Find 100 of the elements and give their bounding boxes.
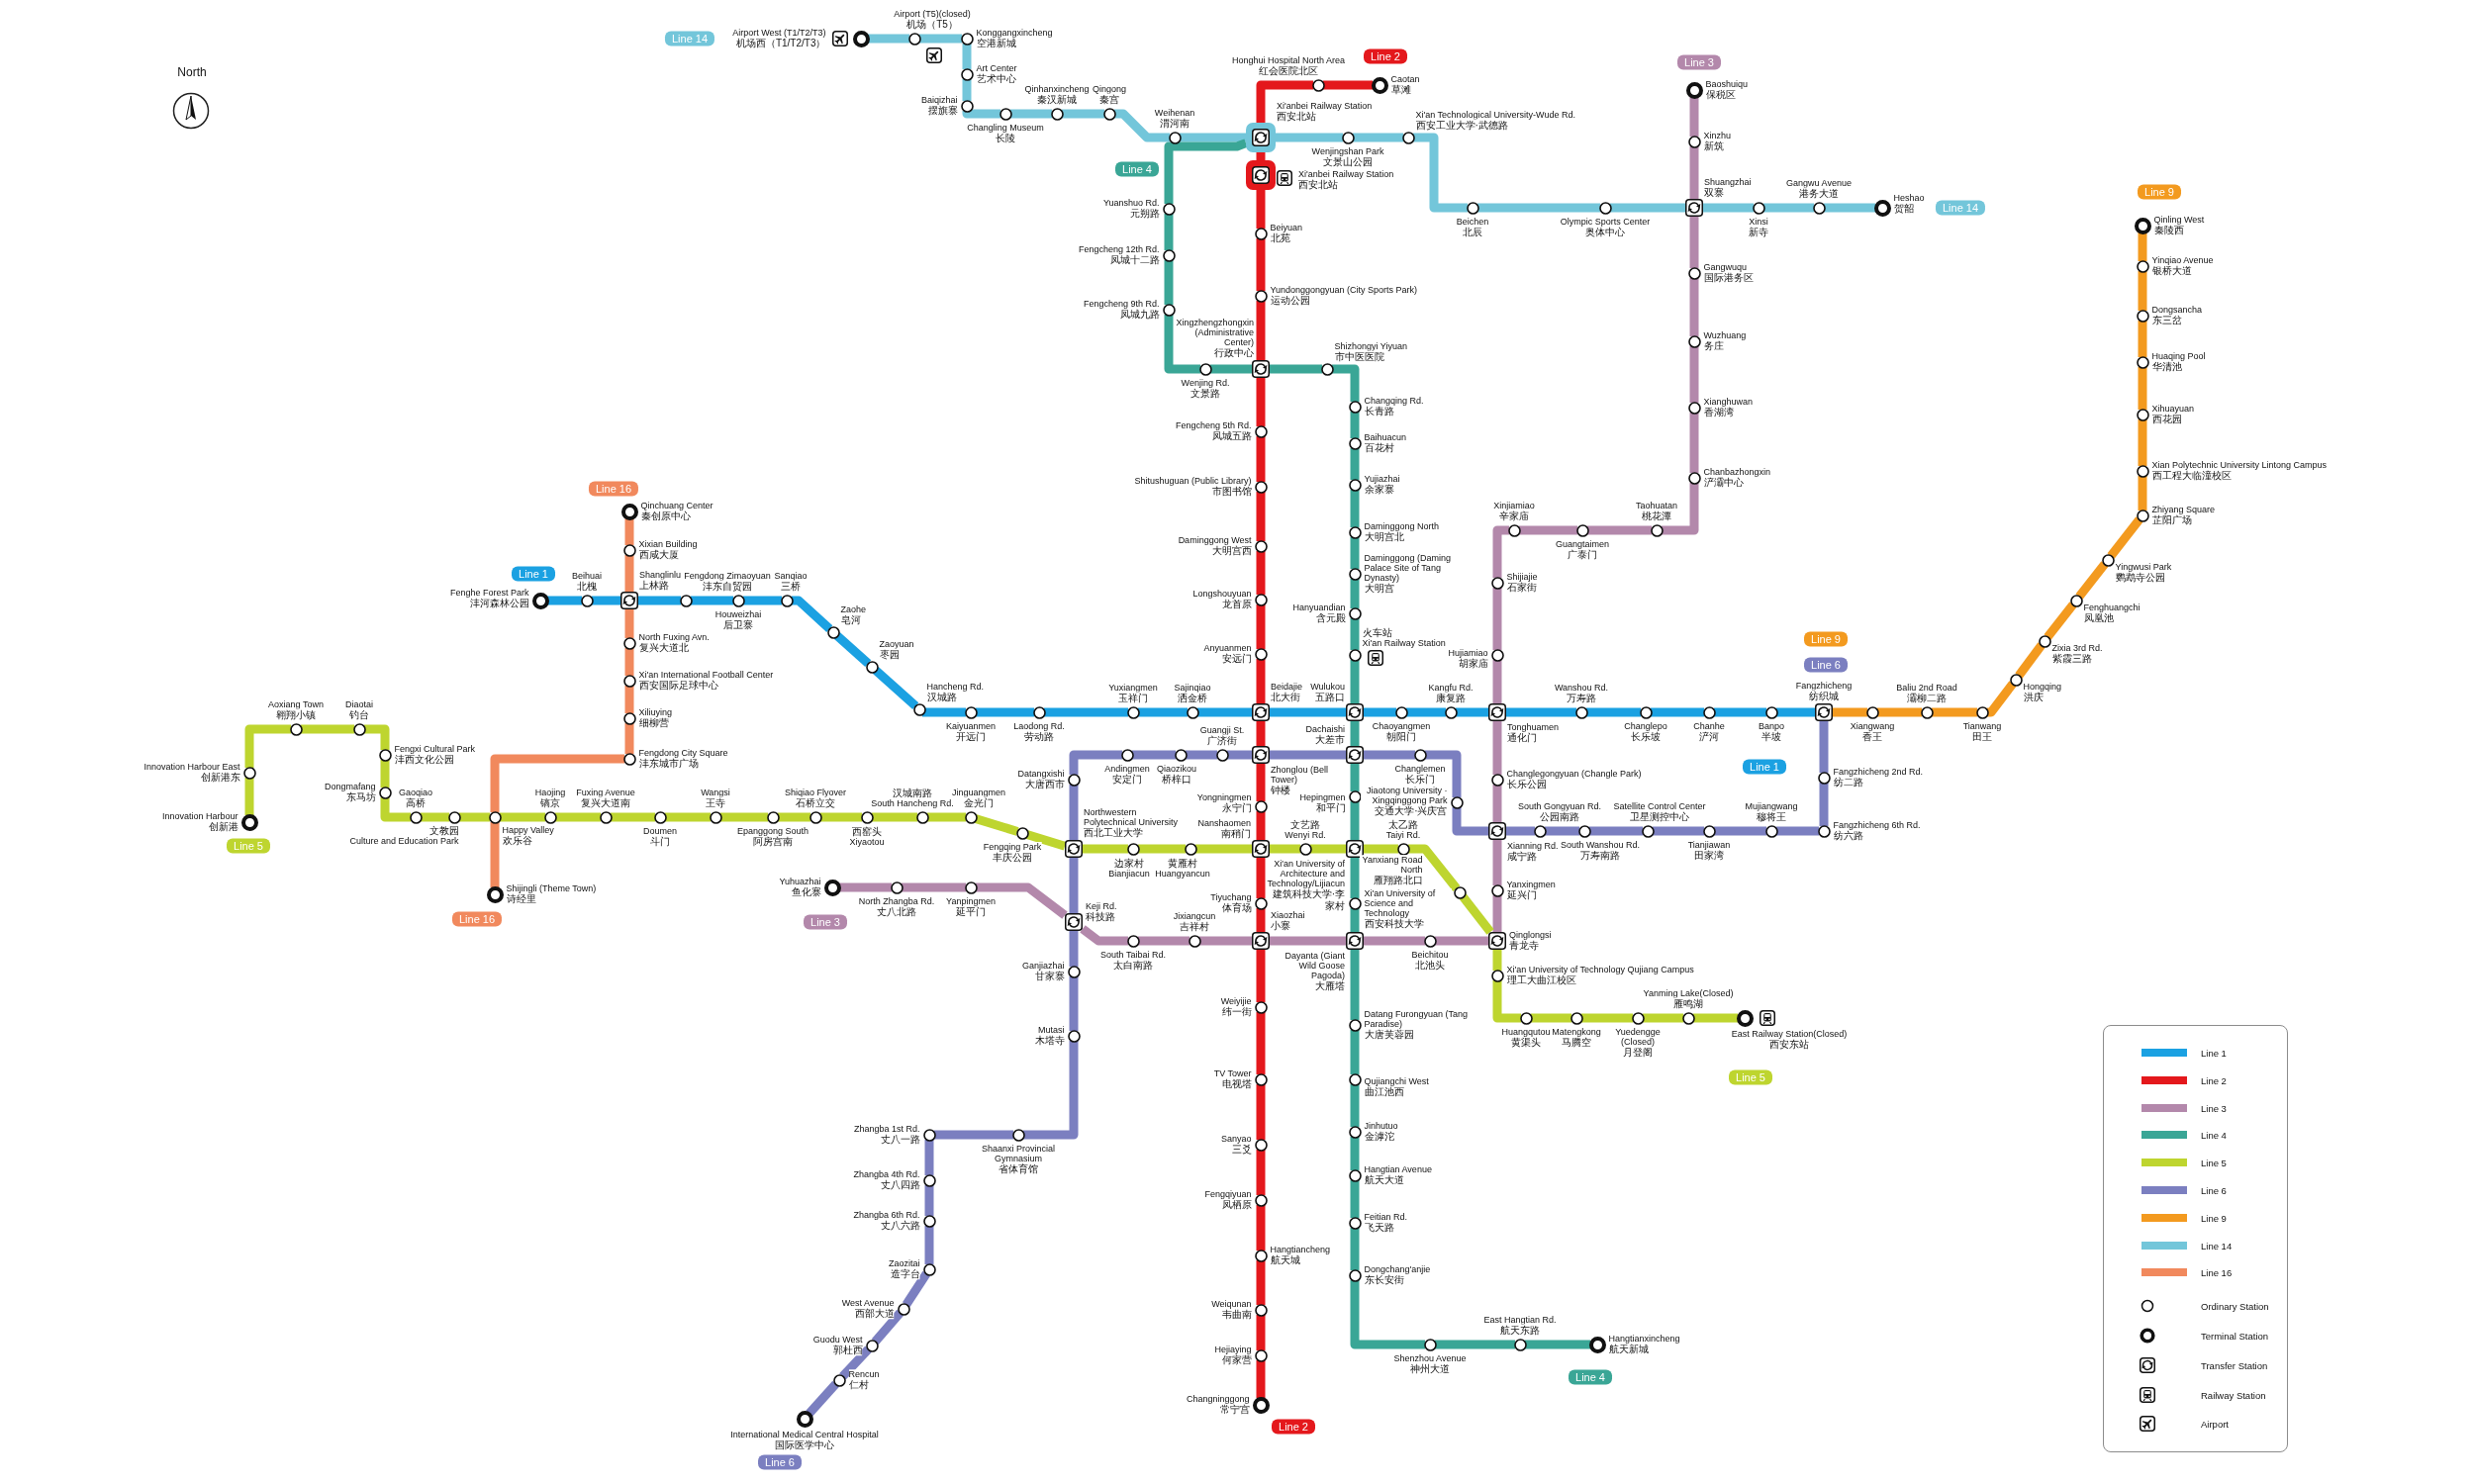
station-name: Feitian Rd. — [1364, 1212, 1408, 1223]
station-name: 西工程大临潼校区 — [2151, 470, 2232, 482]
station-circle — [1490, 969, 1504, 982]
metro-line — [1350, 908, 1360, 932]
station-circle — [1254, 1193, 1268, 1207]
station-name: 大差市 — [1315, 733, 1345, 745]
station-name: Gangwu Avenue — [1786, 177, 1852, 188]
station-name: 西安工业大学·武德路 — [1415, 119, 1508, 131]
metro-line — [1413, 133, 1468, 213]
metro-line — [1350, 764, 1360, 791]
metro-line — [1256, 659, 1266, 703]
station-circle — [1341, 131, 1355, 144]
legend-label: Line 5 — [2201, 1157, 2227, 1168]
station-name: Taiyi Rd. — [1385, 829, 1421, 840]
station-name: 文艺路 — [1290, 818, 1320, 830]
station-name: 郭杜西 — [832, 1345, 863, 1356]
station-circle — [1254, 1000, 1268, 1014]
station-circle — [679, 594, 693, 607]
station-name: 凤城十二路 — [1109, 254, 1160, 266]
station-circle — [1641, 824, 1655, 838]
station-name: 马腾空 — [1562, 1037, 1591, 1049]
station-name: Haojing — [534, 787, 566, 797]
metro-line — [1069, 750, 1122, 775]
metro-line — [1044, 707, 1128, 717]
metro-line — [2015, 642, 2046, 679]
station-name: Xianning Rd. — [1507, 841, 1559, 852]
station-name: 胡家庙 — [1458, 658, 1488, 670]
station-name: Hongqing — [2023, 681, 2062, 692]
station-name: 纬一街 — [1221, 1006, 1252, 1018]
station-circle — [289, 722, 303, 736]
station-name: 丈八北路 — [877, 906, 916, 918]
station-name: 何家营 — [1221, 1354, 1252, 1366]
station-circle — [1184, 842, 1197, 856]
station-circle — [1920, 705, 1934, 719]
station-circle — [731, 594, 745, 607]
station-circle — [1186, 705, 1199, 719]
station-name: Xihuayuan — [2151, 404, 2195, 415]
station-name: Xi'an University of Architecture and Technology/Lijiacun — [1267, 859, 1345, 889]
station-circle — [1254, 480, 1268, 494]
station-name: North Fuxing Avn. — [638, 632, 710, 643]
metro-line — [1256, 1084, 1266, 1140]
legend-label: Line 16 — [2201, 1266, 2233, 1278]
station-name: 大唐西市 — [1024, 779, 1065, 790]
station-name: 沣西文化公园 — [394, 754, 454, 766]
station-name: 新筑 — [1703, 140, 1724, 152]
transfer-station-icon — [1252, 840, 1270, 858]
station-name: Anyuanmen — [1203, 643, 1252, 654]
metro-line — [1689, 217, 1699, 268]
metro-line — [806, 1380, 839, 1417]
station-name: Dongmafang — [324, 782, 376, 792]
line-badge: Line 4 — [1115, 161, 1159, 177]
metro-line — [872, 812, 917, 822]
metro-line — [1651, 707, 1704, 717]
station-circle — [1348, 789, 1362, 803]
metro-line — [1114, 109, 1170, 142]
metro-line — [743, 596, 782, 605]
station-name: 田家湾 — [1694, 850, 1724, 862]
station-circle — [1067, 965, 1081, 978]
station-name: Zaohe — [840, 603, 867, 614]
station-name: Innovation Harbour East — [143, 762, 240, 773]
station-name: Hancheng Rd. — [926, 681, 985, 692]
metro-line — [1425, 750, 1462, 797]
station-name: 航天大道 — [1364, 1174, 1404, 1186]
metro-line — [2138, 321, 2147, 357]
station-circle — [1975, 705, 1989, 719]
metro-line — [592, 596, 620, 605]
metro-line — [778, 812, 810, 822]
station-name: 摆旗寨 — [927, 105, 958, 117]
station-name: Changlepo — [1624, 721, 1667, 732]
station-name: Fengqiyuan — [1204, 1189, 1252, 1200]
station-name: 安定门 — [1112, 774, 1142, 786]
metro-line — [1080, 925, 1128, 946]
station-name: 创新港 — [208, 821, 238, 833]
station-name: Beihuai — [572, 570, 602, 581]
legend-label: Line 1 — [2201, 1047, 2227, 1059]
metro-line — [1877, 707, 1922, 717]
station-circle — [378, 748, 392, 762]
station-name: 空港新城 — [976, 38, 1016, 49]
metro-line — [833, 632, 872, 667]
station-circle — [1254, 1249, 1268, 1262]
metro-line — [902, 1270, 931, 1308]
station-name: 洒金桥 — [1178, 692, 1207, 703]
metro-line — [2138, 419, 2147, 466]
station-name: Sanyao — [1220, 1134, 1252, 1145]
legend-label: Line 2 — [2201, 1074, 2227, 1086]
metro-line — [1364, 707, 1396, 717]
station-circle — [1067, 1029, 1081, 1043]
metro-line — [1350, 537, 1360, 569]
line-badge: Line 5 — [227, 838, 270, 854]
station-name: 枣园 — [879, 648, 900, 660]
station-circle — [1577, 824, 1591, 838]
station-name: Aoxiang Town — [268, 698, 324, 709]
metro-line — [1332, 364, 1360, 402]
station-name: Wuzhuang — [1703, 330, 1747, 341]
station-name: 创新港东 — [200, 772, 240, 784]
station-circle — [960, 32, 974, 46]
station-circle — [1188, 934, 1201, 948]
metro-line — [1689, 146, 1699, 199]
station-name: 田王 — [1972, 731, 1992, 743]
station-name: Yingwusi Park — [2115, 561, 2172, 572]
